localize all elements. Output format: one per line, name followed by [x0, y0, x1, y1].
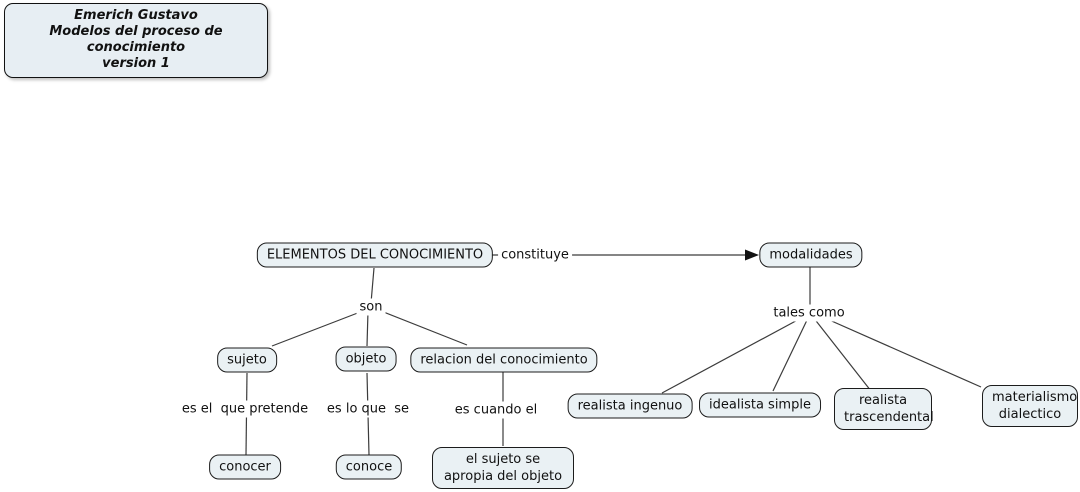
line-son-objeto	[366, 310, 369, 347]
concept-realista-trascendental[interactable]: realista trascendental	[834, 388, 934, 430]
link-label-tales-como[interactable]: tales como	[770, 304, 848, 322]
concept-conoce[interactable]: conoce	[335, 454, 403, 480]
line-tales-realista-ingenuo	[661, 315, 806, 394]
concept-realista-ingenuo[interactable]: realista ingenuo	[567, 393, 693, 419]
concept-relacion-del-conocimiento[interactable]: relacion del conocimiento	[410, 347, 598, 373]
line-son-relacion	[375, 308, 468, 346]
concept-elementos-del-conocimiento[interactable]: ELEMENTOS DEL CONOCIMIENTO	[256, 242, 494, 268]
map-version: version 1	[102, 56, 170, 71]
concept-idealista-simple[interactable]: idealista simple	[699, 392, 821, 418]
link-label-es-el-que-pretende[interactable]: es el que pretende	[178, 400, 312, 418]
concept-objeto[interactable]: objeto	[335, 346, 397, 372]
map-author: Emerich Gustavo	[74, 8, 198, 23]
link-label-es-cuando-el[interactable]: es cuando el	[451, 401, 541, 419]
concept-modalidades[interactable]: modalidades	[759, 242, 863, 268]
line-tales-realista-trascendental	[812, 316, 872, 392]
map-title-box[interactable]: Emerich Gustavo Modelos del proceso de c…	[4, 3, 268, 78]
map-title: Modelos del proceso de conocimiento	[49, 24, 223, 55]
concept-materialismo-dialectico[interactable]: materialismo dialectico	[982, 385, 1078, 427]
line-son-sujeto	[271, 308, 369, 347]
link-label-constituye[interactable]: constituye	[498, 246, 572, 264]
arrowhead-modalidades	[745, 249, 759, 261]
line-tales-idealista-simple	[772, 317, 809, 392]
line-tales-materialismo	[817, 314, 982, 388]
concept-conocer[interactable]: conocer	[209, 454, 281, 480]
concept-sujeto[interactable]: sujeto	[217, 347, 277, 373]
link-label-son[interactable]: son	[356, 298, 386, 316]
link-label-es-lo-que-se[interactable]: es lo que se	[323, 400, 413, 418]
concept-sujeto-se-apropia[interactable]: el sujeto se apropia del objeto	[432, 447, 574, 489]
